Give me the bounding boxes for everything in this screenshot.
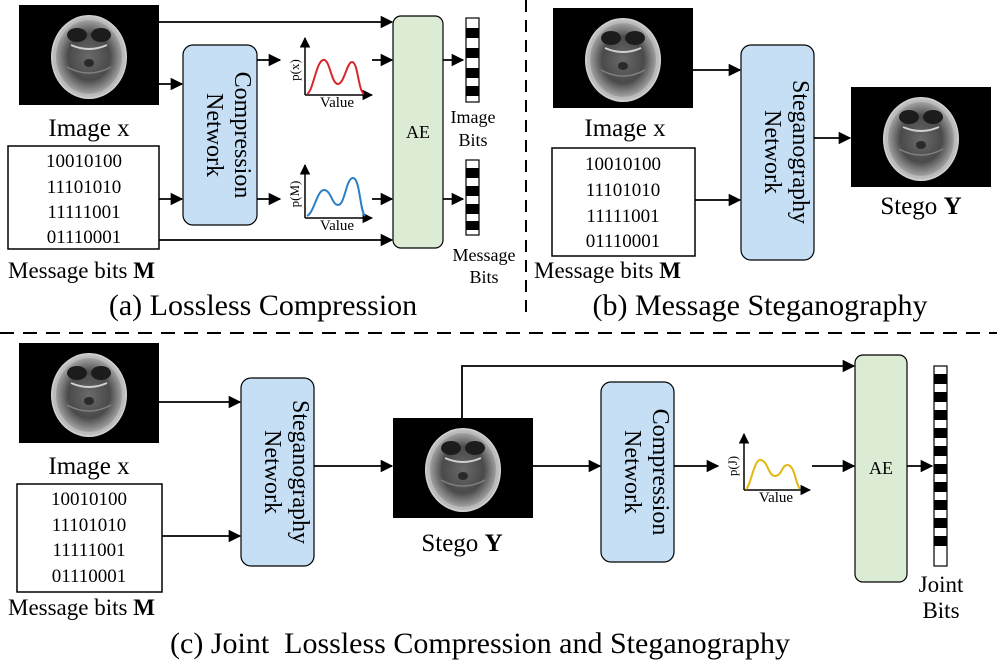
- steganography-network-box: [740, 44, 815, 261]
- caption-a: (a) Lossless Compression: [109, 289, 417, 322]
- steganography-network-box: [240, 377, 315, 567]
- message-bits-row: 10010100: [46, 151, 122, 172]
- stego-y-label: Stego Y: [880, 193, 961, 220]
- caption-c: (c) Joint Lossless Compression and Stega…: [170, 627, 790, 660]
- message-bits-label: Message bits M: [534, 258, 681, 283]
- value-label: Value: [320, 218, 354, 234]
- steganography-network-label-1: Steganography: [787, 80, 813, 224]
- joint-bits-label-1: Joint: [919, 572, 964, 597]
- image-bits-label-2: Bits: [458, 130, 487, 150]
- message-bits-label: Message bits M: [8, 595, 155, 620]
- pdf-m-label: p(M): [287, 181, 302, 208]
- image-x-thumbnail: [552, 7, 694, 109]
- message-bits-row: 11111001: [47, 202, 120, 223]
- joint-bits-strip: [933, 365, 948, 567]
- message-bits-row: 01110001: [52, 566, 127, 587]
- message-bits-strip: [465, 159, 480, 236]
- image-x-thumbnail: [18, 4, 160, 106]
- message-bits-row: 11101010: [52, 515, 127, 536]
- steganography-network-label-1: Steganography: [287, 400, 313, 544]
- message-bits-label: Message bits M: [8, 258, 155, 283]
- joint-bits-label-2: Bits: [922, 598, 959, 623]
- compression-network-label-1: Compression: [229, 72, 255, 199]
- compression-network-label-2: Network: [201, 93, 227, 177]
- message-bits-row: 01110001: [586, 231, 661, 252]
- message-bits-row: 01110001: [47, 227, 122, 248]
- message-bits-row: 11111001: [52, 540, 125, 561]
- image-bits-strip: [465, 17, 480, 103]
- image-x-label: Image x: [48, 453, 130, 480]
- compression-network-box: [182, 44, 258, 226]
- panel-c: Image x 10010100 11101010 11111001 01110…: [8, 342, 964, 660]
- pdf-j-label: p(J): [725, 456, 740, 476]
- steganography-network-label-2: Network: [259, 430, 285, 514]
- stego-y-thumbnail: [392, 417, 534, 519]
- message-bits-row: 10010100: [51, 489, 127, 510]
- ae-box: [854, 354, 908, 583]
- compression-network-label-1: Compression: [647, 409, 673, 536]
- value-label: Value: [320, 95, 354, 111]
- message-bits-box: [551, 147, 696, 257]
- message-bits-box: [7, 145, 160, 250]
- message-bits-out-label-1: Message: [453, 245, 516, 265]
- pdf-x-curve: [306, 59, 365, 95]
- image-x-label: Image x: [48, 115, 130, 142]
- pdf-x-label: p(x): [287, 59, 302, 81]
- image-x-label: Image x: [584, 115, 666, 142]
- message-bits-row: 11111001: [586, 206, 659, 227]
- panel-b: Image x 10010100 11101010 11111001 01110…: [534, 7, 992, 322]
- message-bits-row: 11101010: [47, 177, 122, 198]
- compression-network-box: [600, 381, 675, 563]
- image-x-thumbnail: [18, 342, 160, 444]
- caption-b: (b) Message Steganography: [593, 289, 928, 322]
- message-bits-row: 10010100: [585, 154, 661, 175]
- ae-box: [392, 15, 444, 249]
- ae-label: AE: [406, 122, 430, 142]
- steganography-network-label-2: Network: [759, 110, 785, 194]
- compression-network-label-2: Network: [619, 430, 645, 514]
- panel-a: Image x 10010100 11101010 11111001 01110…: [7, 4, 516, 322]
- pdf-j-curve: [745, 458, 801, 490]
- stego-y-thumbnail: [850, 86, 992, 188]
- message-bits-box: [16, 483, 163, 593]
- stego-y-label: Stego Y: [421, 530, 502, 557]
- image-bits-label-1: Image: [451, 107, 496, 127]
- message-bits-out-label-2: Bits: [469, 267, 498, 287]
- message-bits-row: 11101010: [586, 180, 661, 201]
- pdf-m-curve: [306, 176, 366, 217]
- ae-label: AE: [869, 458, 893, 478]
- value-label: Value: [759, 490, 793, 506]
